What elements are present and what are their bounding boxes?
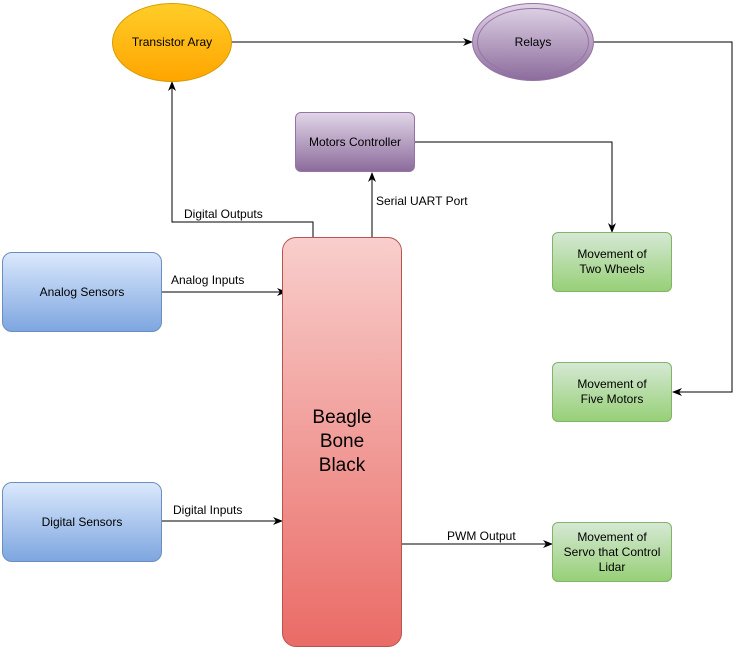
node-beaglebone-line-2: Bone <box>319 431 365 452</box>
edge-relays-to-five-motors <box>594 41 733 396</box>
node-movement-five-motors[interactable]: Movement of Five Motors <box>552 362 672 422</box>
node-movement-servo-lidar-line-1: Movement of <box>577 529 647 544</box>
node-digital-sensors-label: Digital Sensors <box>41 514 123 529</box>
node-beaglebone-black[interactable]: Beagle Bone Black <box>282 237 402 647</box>
node-motors-controller[interactable]: Motors Controller <box>295 112 415 172</box>
edge-bbb-to-transistor <box>168 81 314 237</box>
label-pwm-output: PWM Output <box>447 529 516 543</box>
node-movement-five-motors-line-2: Five Motors <box>580 392 644 406</box>
node-beaglebone-line-3: Black <box>318 455 366 476</box>
label-serial-uart: Serial UART Port <box>376 194 468 208</box>
node-analog-sensors[interactable]: Analog Sensors <box>2 252 162 332</box>
node-transistor-array-label: Transistor Aray <box>131 35 213 49</box>
node-movement-servo-lidar-line-3: Lidar <box>598 559 626 574</box>
node-digital-sensors[interactable]: Digital Sensors <box>2 482 162 562</box>
node-relays-label: Relays <box>514 35 552 49</box>
node-movement-two-wheels-line-2: Two Wheels <box>579 262 645 276</box>
node-movement-two-wheels[interactable]: Movement of Two Wheels <box>552 232 672 292</box>
node-movement-five-motors-line-1: Movement of <box>577 377 647 391</box>
node-analog-sensors-label: Analog Sensors <box>39 284 125 299</box>
node-movement-servo-lidar[interactable]: Movement of Servo that Control Lidar <box>552 522 672 582</box>
label-analog-inputs: Analog Inputs <box>171 273 245 287</box>
node-movement-servo-lidar-line-2: Servo that Control <box>563 544 661 559</box>
node-transistor-array[interactable]: Transistor Aray <box>112 3 232 82</box>
edge-motors-controller-to-two-wheels <box>415 141 616 233</box>
node-motors-controller-label: Motors Controller <box>308 134 402 149</box>
node-beaglebone-line-1: Beagle <box>312 407 372 428</box>
label-digital-inputs: Digital Inputs <box>173 503 243 517</box>
node-relays-inner: Relays <box>477 8 589 76</box>
label-digital-outputs: Digital Outputs <box>184 207 263 221</box>
node-movement-two-wheels-line-1: Movement of <box>577 247 647 261</box>
